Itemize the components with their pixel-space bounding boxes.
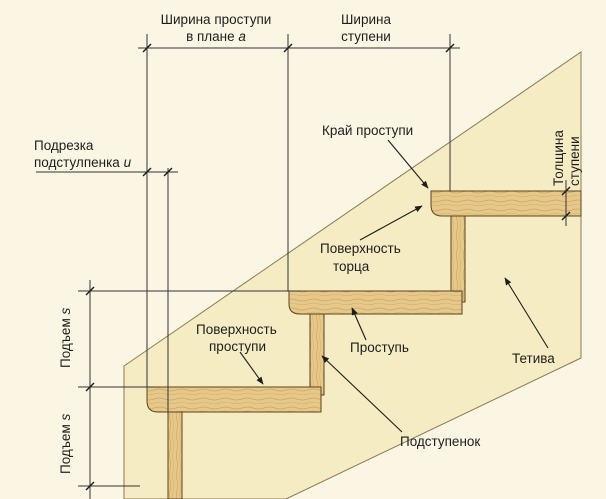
leader-arrows [239,139,549,433]
leader-tread [351,307,367,341]
leader-stringer [504,277,549,349]
label-step-thickness-line2: ступени [567,136,582,186]
label-step-width-line1: Ширина [341,12,391,27]
label-stringer: Тетива [512,351,555,366]
middle-step [288,290,463,396]
label-end-surface-line1: Поверхность [320,241,401,256]
label-tread: Проступь [350,340,409,355]
label-riser: Подступенок [400,434,480,449]
label-tread-surface-line1: Поверхность [196,322,277,337]
label-tread-width-plan-line1: Ширина проступи [161,12,272,27]
dimension-lines [36,34,567,499]
upper-step [430,190,582,303]
label-tread-surface-line2: проступи [209,339,266,354]
label-step-thickness-line1: Толщина [551,130,566,186]
label-tread-edge: Край проступи [322,123,413,138]
leader-tread-surface [239,351,264,385]
label-riser-cut-line2: подстулпенка u [34,155,132,170]
leader-tread-edge [387,139,429,189]
label-tread-width-plan-line2: в плане а [186,29,246,44]
label-riser-cut-line1: Подрезка [34,138,94,153]
dimension-ticks [85,43,571,491]
leader-riser [321,355,403,433]
leader-end-surface [359,205,423,241]
label-rise-upper: Подъем s [58,308,73,368]
label-rise-lower: Подъем s [58,414,73,474]
labels: Ширина проступи в плане а Ширина ступени… [34,12,582,474]
stringer-board [123,51,582,499]
label-end-surface-line2: торца [333,259,370,274]
lower-step [146,386,322,499]
label-step-width-line2: ступени [341,29,391,44]
